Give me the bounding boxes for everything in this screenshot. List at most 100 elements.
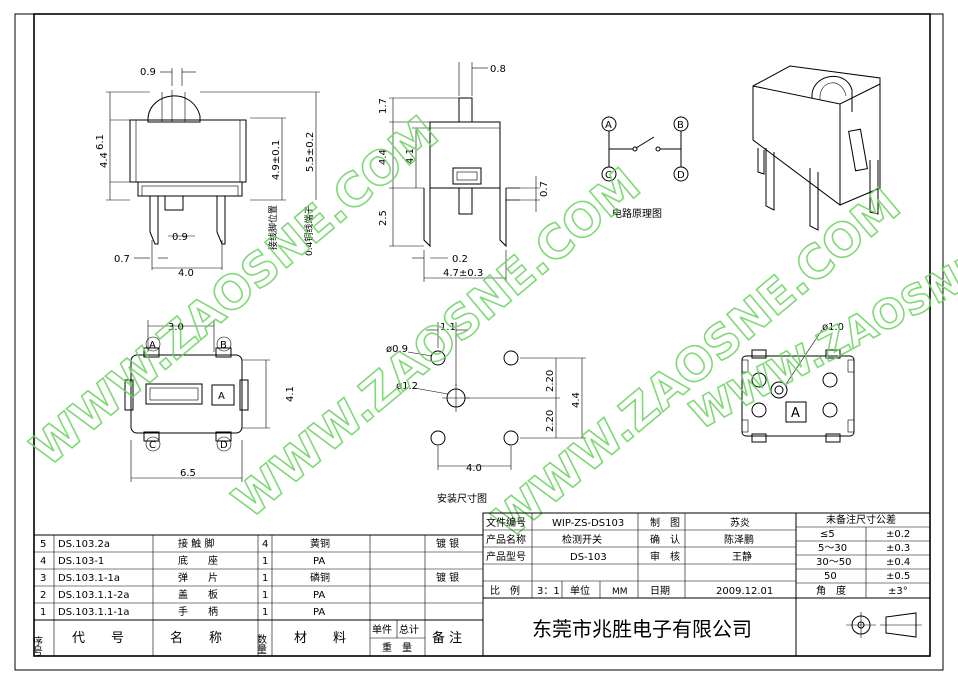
header-material: 材 料 [294, 631, 346, 646]
parts-name: 弹 片 [178, 571, 218, 584]
dim-front-49: 4.9±0.1 [271, 140, 282, 180]
dim-front-09-bot: 0.9 [172, 232, 188, 243]
parts-code: DS.103.2a [58, 539, 110, 550]
tb-drawn: 苏炎 [730, 516, 750, 529]
circuit-diagram [601, 116, 689, 182]
tb-product-name: 检测开关 [562, 533, 602, 546]
dim-front-44: 4.4 [99, 152, 110, 168]
pcb-layout [407, 322, 586, 470]
tb-check: 陈泽鹏 [724, 533, 754, 546]
parts-row-3: 3 DS.103.1-1a 弹 片 1 磷铜 镀 银 [40, 571, 459, 584]
dim-front-40: 4.0 [178, 268, 194, 279]
parts-qty: 1 [262, 556, 268, 567]
dim-pcb-220b: 2.20 [545, 410, 556, 432]
parts-qty: 1 [262, 573, 268, 584]
tolerance-grid [795, 512, 931, 657]
tolerance-range: 角 度 [816, 584, 846, 597]
bottom-view [741, 329, 855, 443]
header-name: 名 称 [170, 630, 222, 646]
company-name: 东莞市兆胜电子有限公司 [532, 617, 752, 641]
tolerance-title: 未备注尺寸公差 [826, 513, 896, 526]
parts-note: 镀 银 [436, 571, 459, 584]
parts-no: 2 [40, 590, 46, 601]
isometric-view [752, 65, 881, 231]
header-code: 代 号 [72, 631, 124, 646]
projection-symbol-icon [846, 612, 922, 638]
circuit-d: D [677, 170, 685, 181]
dim-front-55: 5.5±0.2 [305, 132, 316, 172]
dim-bottom-10: ø1.0 [822, 322, 844, 333]
parts-code: DS.103-1 [58, 556, 104, 567]
dim-pcb-09: ø0.9 [386, 344, 408, 355]
tolerance-range: 30～50 [816, 557, 851, 568]
parts-material: 黄铜 [310, 537, 330, 550]
parts-code: DS.103.1.1-1a [58, 607, 130, 618]
parts-material: 磷铜 [310, 571, 330, 584]
parts-row-1: 1 DS.103.1.1-1a 手 柄 1 PA [40, 605, 325, 618]
tb-review: 王静 [732, 550, 752, 563]
circuit-c: C [605, 170, 612, 181]
dim-pcb-11: 1.1 [440, 322, 456, 333]
parts-material: PA [313, 556, 325, 567]
tb-file-no-label: 文件编号 [486, 516, 526, 529]
header-unit: 单件 [372, 624, 392, 636]
parts-qty: 1 [262, 590, 268, 601]
tb-file-no: WIP-ZS-DS103 [552, 518, 624, 529]
header-qty: 数量 [255, 633, 267, 654]
tolerance-range: ≤5 [820, 529, 835, 540]
dim-side-08: 0.8 [490, 64, 506, 75]
parts-code: DS.103.1.1-2a [58, 590, 130, 601]
side-view [389, 62, 540, 282]
parts-note: 镀 银 [436, 537, 459, 550]
dim-side-02: 0.2 [452, 254, 468, 265]
tb-unit-label: 单位 [570, 584, 590, 597]
header-total: 总计 [399, 623, 419, 636]
tb-review-label: 审 核 [650, 550, 680, 563]
parts-no: 3 [40, 573, 46, 584]
dim-pcb-40: 4.0 [466, 463, 482, 474]
dim-pcb-44: 4.4 [571, 392, 582, 408]
parts-qty: 4 [262, 539, 268, 550]
tb-check-label: 确 认 [650, 533, 680, 546]
tb-unit: MM [612, 587, 628, 597]
circuit-title: 电路原理图 [612, 207, 662, 220]
dim-pcb-12: ø1.2 [396, 381, 418, 392]
front-vertical-note-2: 0.4铜线端子 [303, 206, 315, 256]
dim-side-25: 2.5 [378, 210, 389, 226]
tolerance-value: ±3° [888, 586, 908, 597]
tolerance-value: ±0.2 [886, 529, 910, 540]
parts-name: 手 柄 [178, 605, 218, 618]
tolerance-value: ±0.3 [886, 543, 910, 554]
bottom-box-a: A [791, 406, 800, 421]
dim-top-41: 4.1 [285, 386, 296, 402]
parts-no: 1 [40, 607, 46, 618]
dim-side-17: 1.7 [378, 98, 389, 114]
tb-scale: 3：1 [537, 586, 560, 597]
parts-no: 5 [40, 539, 46, 550]
tb-model: DS-103 [570, 552, 607, 563]
parts-row-4: 4 DS.103-1 底 座 1 PA [40, 554, 325, 567]
dim-side-44: 4.4 [378, 149, 389, 165]
top-label-c: C [149, 440, 156, 451]
tb-product-name-label: 产品名称 [486, 533, 526, 546]
parts-name: 盖 板 [178, 588, 218, 601]
parts-no: 4 [40, 556, 46, 567]
header-note: 备 注 [432, 630, 462, 646]
parts-code: DS.103.1-1a [58, 573, 120, 584]
dim-top-65: 6.5 [180, 468, 196, 479]
top-box-a: A [218, 391, 225, 402]
parts-row-2: 2 DS.103.1.1-2a 盖 板 1 PA [40, 588, 325, 601]
dim-front-09-top: 0.9 [140, 67, 156, 78]
dim-side-07: 0.7 [539, 181, 550, 197]
tb-date: 2009.12.01 [716, 586, 773, 597]
tolerance-value: ±0.4 [886, 557, 910, 568]
parts-material: PA [313, 607, 325, 618]
tb-model-label: 产品型号 [486, 550, 526, 563]
tb-scale-label: 比 例 [490, 584, 520, 597]
parts-name: 底 座 [178, 554, 218, 567]
top-label-a: A [149, 340, 156, 351]
circuit-a: A [605, 120, 612, 131]
tb-drawn-label: 制 图 [650, 516, 680, 529]
parts-name: 接 触 脚 [178, 537, 214, 550]
